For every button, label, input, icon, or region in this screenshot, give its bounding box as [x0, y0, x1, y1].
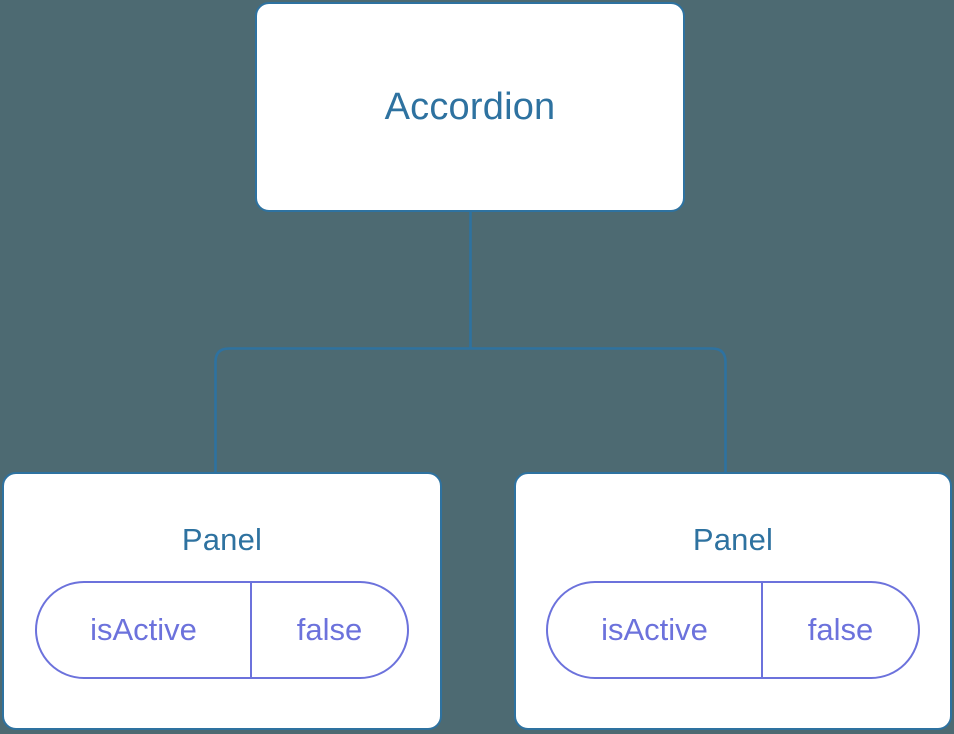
- node-accordion[interactable]: Accordion: [255, 2, 685, 212]
- prop-key-isactive-left: isActive: [37, 583, 252, 677]
- edge-to-panel-right: [470, 347, 727, 473]
- node-panel-right[interactable]: Panel isActive false: [514, 472, 952, 730]
- node-accordion-title: Accordion: [384, 86, 556, 128]
- edge-to-panel-left: [214, 347, 471, 473]
- prop-key-isactive-right: isActive: [548, 583, 763, 677]
- prop-pill-isactive-left[interactable]: isActive false: [35, 581, 409, 679]
- node-panel-right-title: Panel: [692, 522, 774, 557]
- prop-value-isactive-left: false: [296, 612, 363, 647]
- node-panel-left-title: Panel: [181, 522, 263, 557]
- prop-value-isactive-right: false: [807, 612, 874, 647]
- prop-pill-isactive-right[interactable]: isActive false: [546, 581, 920, 679]
- node-panel-left[interactable]: Panel isActive false: [2, 472, 442, 730]
